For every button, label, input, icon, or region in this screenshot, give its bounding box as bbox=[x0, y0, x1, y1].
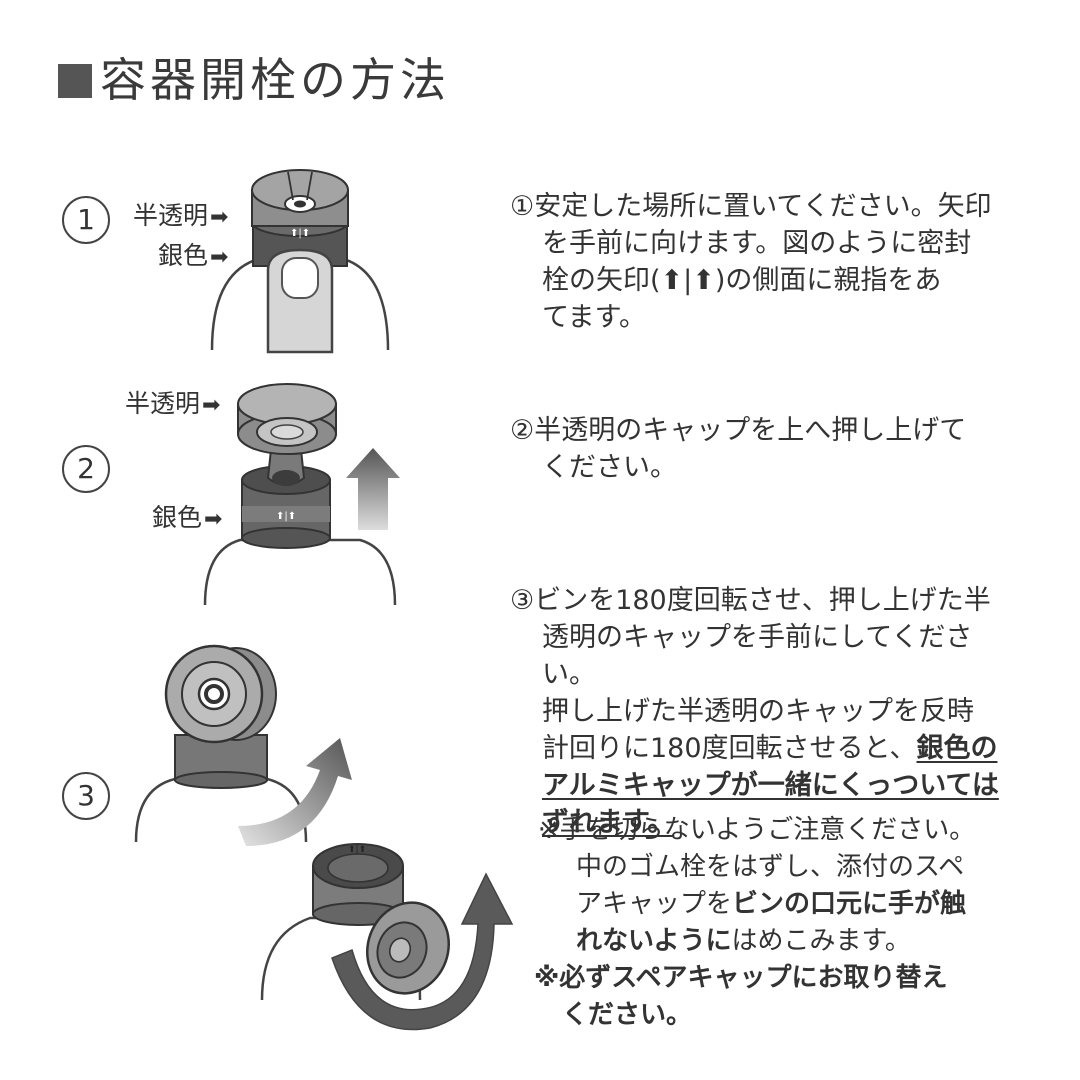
step1-line: てます。 bbox=[542, 302, 646, 333]
instruction-illustrations: ⬆|⬆ ⬆|⬆ ⬆|⬆ bbox=[134, 169, 514, 1031]
note-line4-bold: れないように bbox=[576, 926, 732, 956]
rotate-arrow-icon bbox=[238, 738, 352, 846]
note-line: アキャップをビンの口元に手が触 bbox=[538, 886, 998, 923]
note-line: 中のゴム栓をはずし、添付のスペ bbox=[576, 852, 965, 882]
step2-line: ください。 bbox=[542, 452, 677, 483]
step1-text: ①安定した場所に置いてください。矢印 を手前に向けます。図のように密封 栓の矢印… bbox=[510, 188, 1010, 336]
arrow-right-icon: ➡ bbox=[204, 507, 223, 532]
step-number-3: 3 bbox=[62, 772, 110, 820]
arrow-right-icon: ➡ bbox=[202, 393, 221, 418]
note-line: ※手を切らないようご注意ください。 bbox=[538, 815, 976, 845]
step3-line: 計回りに180度回転させると、銀色の bbox=[510, 730, 1010, 767]
svg-text:⬆|⬆: ⬆|⬆ bbox=[290, 228, 310, 239]
step2-illustration: ⬆|⬆ bbox=[203, 383, 400, 606]
step3-line4-plain: 計回りに180度回転させると、 bbox=[542, 733, 917, 764]
note-line4-plain: はめこみます。 bbox=[731, 926, 911, 956]
label-silver-1: 銀色➡ bbox=[158, 241, 229, 270]
page-title-text: 容器開栓の方法 bbox=[100, 53, 450, 107]
square-bullet-icon bbox=[58, 64, 92, 98]
step1-line: ①安定した場所に置いてください。矢印 bbox=[510, 191, 992, 222]
svg-text:⬆|⬆: ⬆|⬆ bbox=[276, 511, 296, 522]
label-silver-2: 銀色➡ bbox=[152, 503, 223, 532]
bottle-shoulder-2 bbox=[203, 538, 397, 606]
up-arrow-icon bbox=[346, 448, 400, 530]
step3-line4-bold: 銀色の bbox=[916, 733, 998, 764]
step3-line-bold: ずれます。 bbox=[542, 807, 675, 838]
step3-line: 押し上げた半透明のキャップを反時 bbox=[542, 696, 974, 727]
arrow-right-icon: ➡ bbox=[210, 245, 229, 270]
step3-line: 透明のキャップを手前にしてください。 bbox=[542, 622, 973, 690]
svg-text:⬆|⬆: ⬆|⬆ bbox=[348, 845, 366, 855]
arrow-right-icon: ➡ bbox=[210, 205, 229, 230]
step-number-1: 1 bbox=[62, 196, 110, 244]
step3-upper-illustration bbox=[134, 644, 352, 846]
note-line-bold: ※必ずスペアキャップにお取り替え bbox=[534, 963, 948, 993]
step3-line: ③ビンを180度回転させ、押し上げた半 bbox=[510, 585, 991, 616]
step1-illustration: ⬆|⬆ bbox=[210, 169, 390, 354]
label-translucent-2: 半透明➡ bbox=[125, 389, 221, 418]
step1-line: を手前に向けます。図のように密封 bbox=[542, 228, 972, 259]
step1-line: 栓の矢印(⬆|⬆)の側面に親指をあ bbox=[542, 265, 942, 296]
note-line: れないようにはめこみます。 bbox=[538, 923, 998, 960]
label-translucent-1: 半透明➡ bbox=[133, 201, 229, 230]
step-number-2: 2 bbox=[62, 445, 110, 493]
counterclockwise-rotate-arrow-icon bbox=[331, 872, 514, 1031]
note-line3-plain: アキャップを bbox=[576, 889, 733, 919]
note-line-bold: ください。 bbox=[562, 1000, 693, 1030]
page-title: 容器開栓の方法 bbox=[58, 44, 450, 110]
note-line3-bold: ビンの口元に手が触 bbox=[732, 889, 967, 919]
step3-text: ③ビンを180度回転させ、押し上げた半 透明のキャップを手前にしてください。 押… bbox=[510, 582, 1010, 841]
caution-note: ※手を切らないようご注意ください。 中のゴム栓をはずし、添付のスペ アキャップを… bbox=[534, 812, 998, 1034]
step2-line: ②半透明のキャップを上へ押し上げて bbox=[510, 415, 967, 446]
step3-lower-illustration: ⬆|⬆ bbox=[260, 843, 514, 1031]
step2-text: ②半透明のキャップを上へ押し上げて ください。 bbox=[510, 412, 1010, 486]
step3-line-bold: アルミキャップが一緒にくっついては bbox=[542, 770, 999, 801]
